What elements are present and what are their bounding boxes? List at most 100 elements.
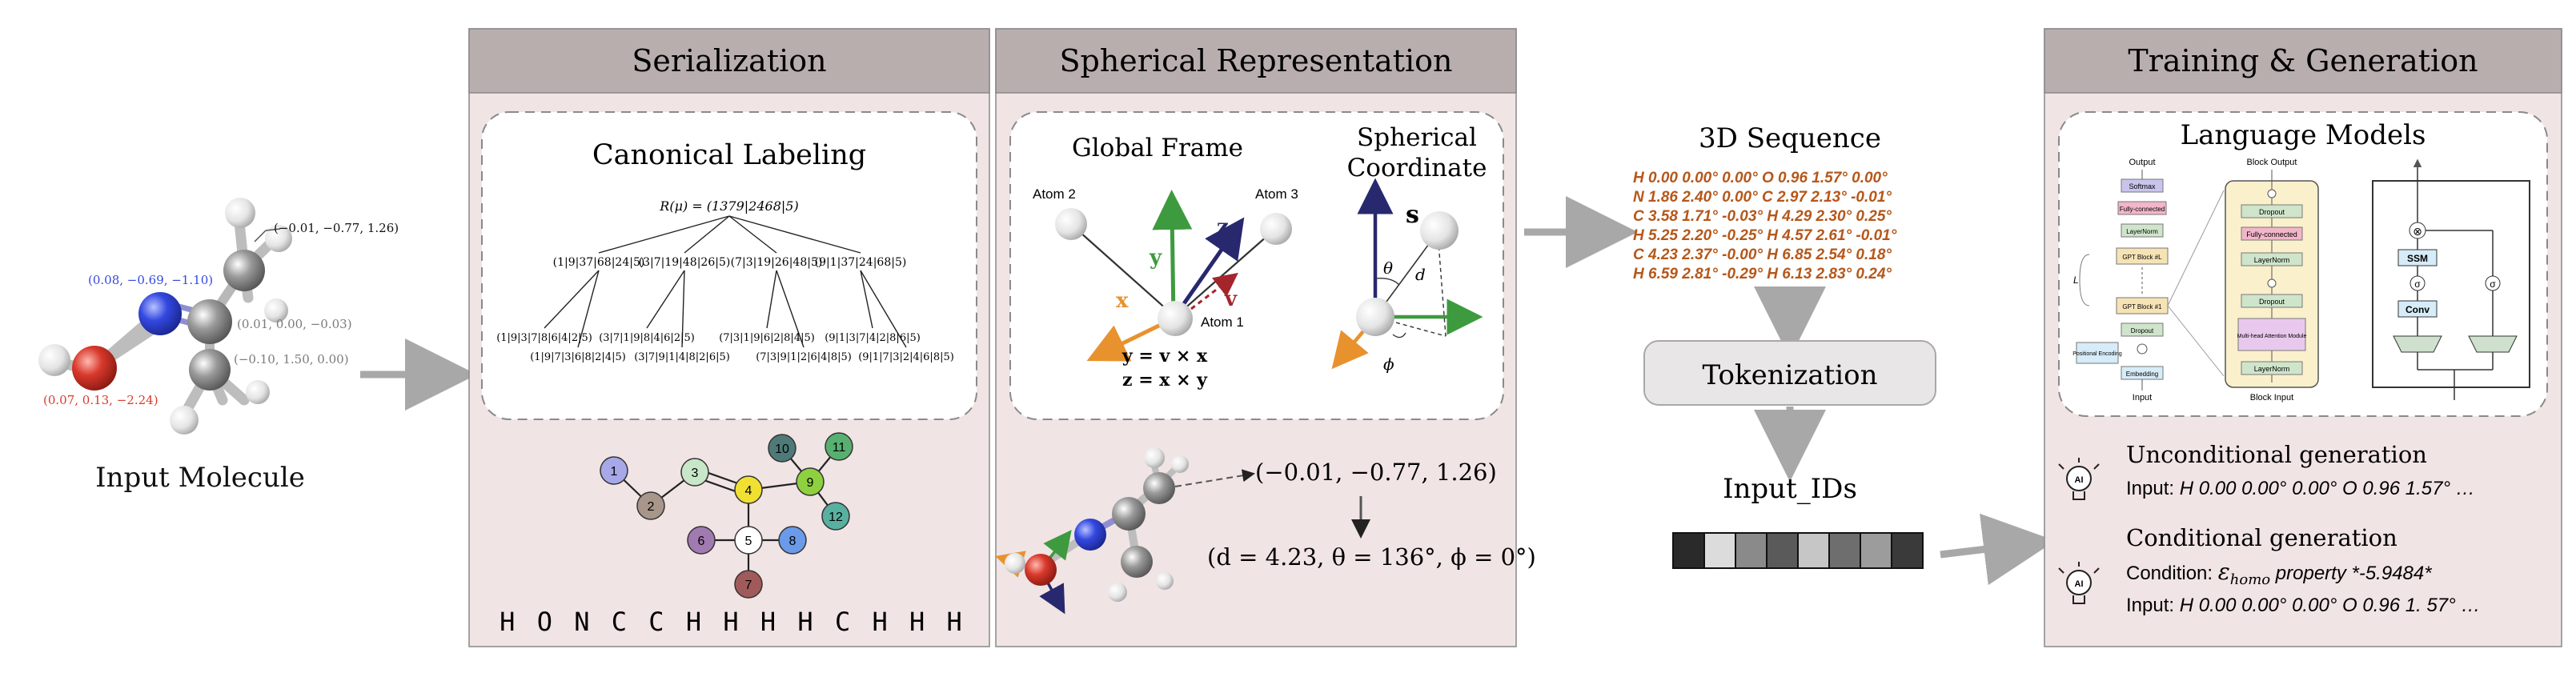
input-molecule: (−0.01, −0.77, 1.26) (0.08, −0.69, −1.10… bbox=[38, 198, 399, 494]
serialization-panel: Serialization Canonical Labeling R(μ) = … bbox=[468, 28, 990, 647]
hydrogen-atom bbox=[225, 198, 255, 228]
panel-header bbox=[468, 28, 990, 94]
unconditional-title: Unconditional generation bbox=[2126, 441, 2427, 468]
arch-label: Block Input bbox=[2250, 393, 2293, 403]
training-panel: Training & Generation Language Models Ou… bbox=[2044, 28, 2562, 647]
arch-label: Fully-connected bbox=[2246, 230, 2297, 238]
small-molecule bbox=[995, 447, 1189, 615]
tree-leaf: (1|9|3|7|8|6|4|2|5) bbox=[496, 332, 592, 344]
atom-sphere bbox=[1260, 213, 1292, 245]
frame-equation: y = v × x bbox=[1121, 346, 1208, 367]
graph-node bbox=[796, 467, 825, 496]
tree-node: (9|1|37|24|68|5) bbox=[815, 256, 907, 269]
atom-label: Atom 3 bbox=[1255, 186, 1298, 202]
arch-label: Conv bbox=[2405, 304, 2430, 315]
tree-root: R(μ) = (1379|2468|5) bbox=[659, 198, 798, 214]
hydrogen-atom bbox=[246, 380, 270, 404]
panel-header bbox=[2044, 28, 2562, 94]
arch-label: GPT Block #L bbox=[2122, 254, 2162, 261]
graph-node bbox=[636, 491, 665, 520]
sequence-title: 3D Sequence bbox=[1699, 122, 1881, 154]
sequence-line: N 1.86 2.40° 0.00° C 2.97 2.13° -0.01° bbox=[1633, 189, 1892, 206]
input-molecule-title: Input Molecule bbox=[95, 462, 305, 494]
coord-label: (0.08, −0.69, −1.10) bbox=[88, 273, 213, 287]
token-cell bbox=[1766, 532, 1799, 569]
coord-label: (0.07, 0.13, −2.24) bbox=[43, 393, 158, 407]
graph-node bbox=[821, 502, 850, 531]
tree-edge bbox=[684, 215, 730, 254]
tree-edge bbox=[728, 215, 777, 254]
tree-edges bbox=[544, 215, 907, 348]
graph-node bbox=[680, 458, 709, 487]
arch-label: LayerNorm bbox=[2126, 228, 2158, 235]
atom-sphere bbox=[1055, 208, 1087, 240]
lm-title: Language Models bbox=[2181, 119, 2426, 151]
graph-node bbox=[687, 526, 716, 555]
token-cell bbox=[1703, 532, 1736, 569]
tree-leaf: (9|1|3|7|4|2|8|6|5) bbox=[825, 332, 921, 344]
arch-label: Positional Encoding bbox=[2072, 351, 2122, 357]
graph-node-label: 8 bbox=[789, 535, 796, 548]
frame-equation: z = x × y bbox=[1122, 370, 1208, 391]
panel-title: Spherical Representation bbox=[1059, 43, 1452, 78]
tree-edge bbox=[646, 270, 685, 329]
token-cell bbox=[1891, 532, 1924, 569]
tree-edge bbox=[776, 270, 804, 348]
mamba-block: ⊗ SSM σ Conv σ bbox=[2372, 158, 2530, 400]
graph-node-label: 3 bbox=[692, 467, 699, 480]
v-axis-arrow bbox=[1190, 272, 1238, 310]
tree-edge bbox=[766, 270, 777, 329]
y-axis-arrow bbox=[1152, 190, 1193, 319]
hydrogen-atom bbox=[170, 406, 199, 435]
oxygen-atom bbox=[72, 346, 117, 391]
coord-label: (−0.10, 1.50, 0.00) bbox=[234, 352, 349, 367]
token-cell bbox=[1797, 532, 1830, 569]
graph-node-label: 1 bbox=[611, 465, 618, 479]
d-label: d bbox=[1415, 265, 1426, 284]
unconditional-input: Input: H 0.00 0.00° 0.00° O 0.96 1.57° … bbox=[2126, 478, 2475, 499]
graph-node-label: 4 bbox=[745, 484, 752, 498]
ai-label: AI bbox=[2075, 579, 2084, 589]
arch-label: Multi-head Attention Module bbox=[2237, 334, 2307, 339]
tree-leaf: (7|3|1|9|6|2|8|4|5) bbox=[719, 332, 815, 344]
cartesian-coord: (−0.01, −0.77, 1.26) bbox=[1255, 459, 1497, 486]
arch-label: Dropout bbox=[2259, 298, 2285, 306]
arch-label: σ bbox=[2414, 278, 2421, 290]
arch-label: GPT Block #1 bbox=[2122, 303, 2162, 310]
tree-leaf: (3|7|9|1|4|8|2|6|5) bbox=[634, 351, 730, 363]
coord-label: (0.01, 0.00, −0.03) bbox=[237, 317, 352, 331]
tokenization-box bbox=[1643, 340, 1936, 406]
arch-label: Dropout bbox=[2259, 208, 2285, 216]
tokenization-label: Tokenization bbox=[1702, 359, 1877, 391]
graph-node bbox=[600, 456, 628, 485]
tree-level-2: (1|9|3|7|8|6|4|2|5)(1|9|7|3|6|8|2|4|5)(3… bbox=[496, 332, 954, 363]
graph-node bbox=[734, 570, 763, 599]
phi-label: ϕ bbox=[1383, 355, 1394, 374]
spherical-panel: Spherical Representation Global Frame At… bbox=[995, 28, 1536, 647]
nitrogen-atom bbox=[138, 292, 182, 335]
graph-node bbox=[825, 432, 853, 461]
token-cell bbox=[1735, 532, 1767, 569]
graph-node-label: 2 bbox=[648, 500, 655, 514]
arch-label: σ bbox=[2490, 278, 2496, 290]
gpt-architecture: Output Softmax Fully-connected LayerNorm… bbox=[2072, 158, 2225, 403]
tree-edge bbox=[577, 270, 600, 348]
hydrogen-atom bbox=[38, 344, 70, 376]
sequence-line: H 0.00 0.00° 0.00° O 0.96 1.57° 0.00° bbox=[1633, 170, 1888, 186]
hydrogen-atom bbox=[265, 225, 292, 252]
graph-node-label: 11 bbox=[833, 441, 846, 455]
flow-arrow bbox=[1940, 513, 2056, 586]
carbon-atom bbox=[189, 349, 231, 391]
tree-edge bbox=[860, 270, 907, 348]
arch-label: Fully-connected bbox=[2120, 206, 2165, 213]
graph-node bbox=[768, 434, 796, 463]
carbon-atom bbox=[223, 250, 265, 291]
arch-label: LayerNorm bbox=[2254, 256, 2290, 264]
panel-title: Training & Generation bbox=[2128, 43, 2478, 78]
tree-leaf: (9|1|7|3|2|4|6|8|5) bbox=[858, 351, 954, 363]
token-cell bbox=[1860, 532, 1892, 569]
spherical-title: Spherical bbox=[1357, 123, 1477, 152]
ai-icon: AI bbox=[2058, 458, 2100, 500]
